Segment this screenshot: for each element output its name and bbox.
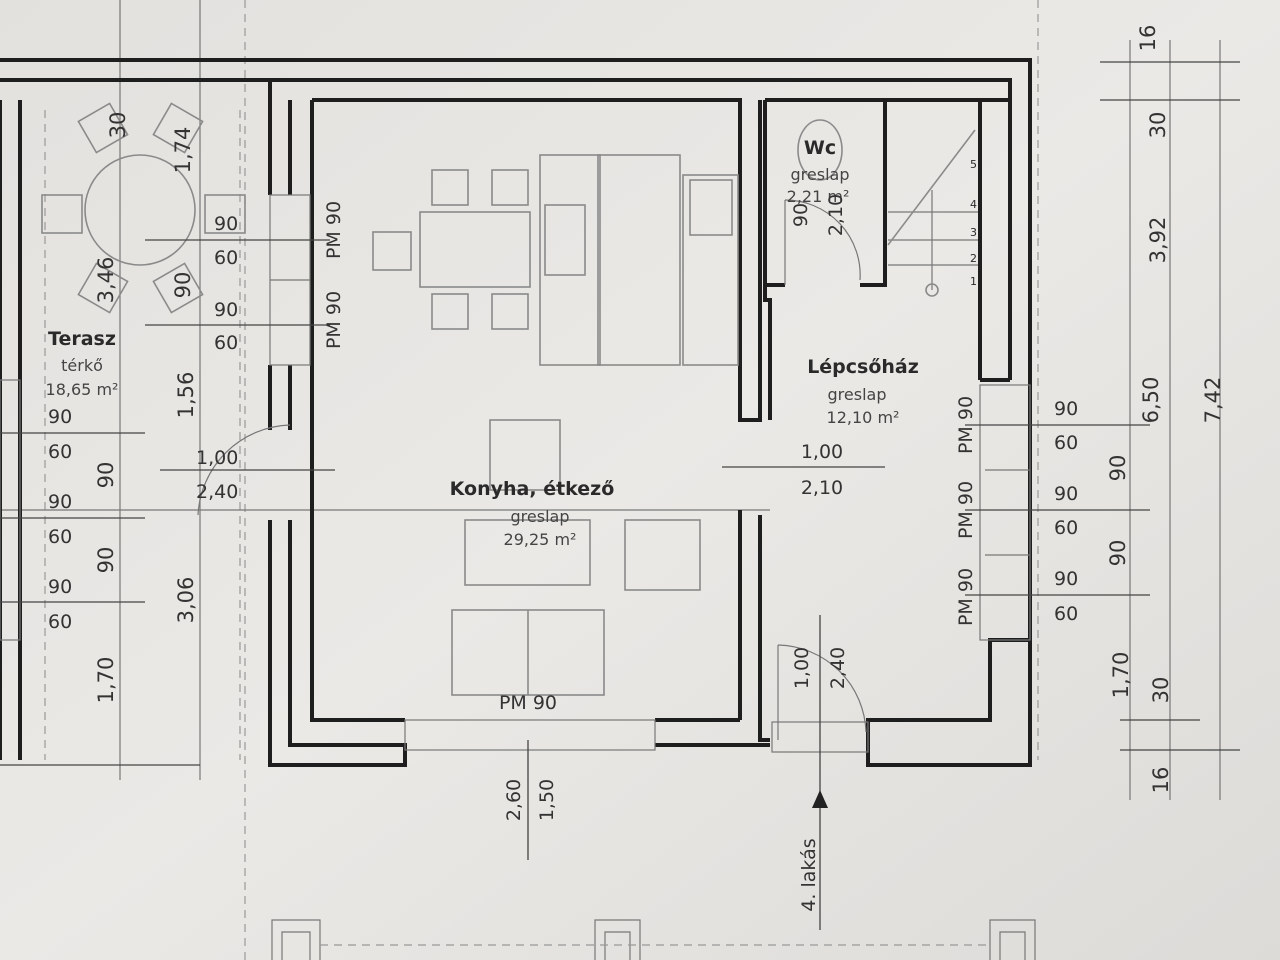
dim: 1,70 xyxy=(94,657,118,704)
step-number: 2 xyxy=(970,252,977,265)
dim: 90 xyxy=(94,547,118,574)
dim: 1,56 xyxy=(174,372,198,419)
dim: 30 xyxy=(1149,677,1173,704)
guide-lines xyxy=(0,0,1221,960)
dim: 90 xyxy=(790,203,812,227)
terrace-table xyxy=(41,102,246,314)
kitchen-name: Konyha, étkező xyxy=(450,478,615,500)
kitchen-floor: greslap xyxy=(511,507,570,526)
dim: 6,50 xyxy=(1139,377,1163,424)
dim: PM 90 xyxy=(955,481,977,539)
dim: 90 xyxy=(48,491,72,513)
dim: 90 xyxy=(1106,540,1130,567)
terrace-name: Terasz xyxy=(48,328,116,350)
wc-name: Wc xyxy=(804,137,836,159)
stairwell-floor: greslap xyxy=(828,385,887,404)
dim: 2,40 xyxy=(827,647,849,689)
dim: PM 90 xyxy=(955,568,977,626)
door-swings xyxy=(197,199,867,740)
dimension-lines xyxy=(0,61,1240,930)
dim: 90 xyxy=(1054,483,1078,505)
wc-area: 2,21 m² xyxy=(787,187,850,206)
dim: 16 xyxy=(1136,25,1160,52)
dim: 90 xyxy=(1054,398,1078,420)
dim: 90 xyxy=(1054,568,1078,590)
windows xyxy=(0,194,1031,753)
dim: 90 xyxy=(94,462,118,489)
dim: 2,40 xyxy=(196,481,238,503)
dim: 60 xyxy=(48,441,72,463)
dim: 60 xyxy=(214,247,238,269)
step-number: 5 xyxy=(970,158,977,171)
dim: PM 90 xyxy=(323,291,345,349)
dim: 30 xyxy=(106,112,130,139)
entrance-label: 4. lakás xyxy=(798,838,820,911)
entrance-arrow-icon xyxy=(812,790,828,808)
stairwell-name: Lépcsőház xyxy=(807,356,919,378)
dim: 1,50 xyxy=(536,779,558,821)
terrace-floor: térkő xyxy=(61,356,103,375)
dim: 60 xyxy=(1054,432,1078,454)
dim: 3,46 xyxy=(94,257,118,304)
cooktop xyxy=(689,179,733,236)
kitchen-area: 29,25 m² xyxy=(504,530,577,549)
dim: 30 xyxy=(1146,112,1170,139)
dim: 90 xyxy=(48,406,72,428)
dim: 1,00 xyxy=(791,647,813,689)
sink xyxy=(544,204,586,276)
dim: 90 xyxy=(171,272,195,299)
dim: PM 90 xyxy=(323,201,345,259)
dim: 60 xyxy=(1054,517,1078,539)
dim: 3,92 xyxy=(1146,217,1170,264)
dim: 2,10 xyxy=(825,194,847,236)
dim: 1,74 xyxy=(171,127,195,174)
room-labels: Terasz térkő 18,65 m² Konyha, étkező gre… xyxy=(46,137,919,549)
dim: 90 xyxy=(214,213,238,235)
dim: 16 xyxy=(1149,767,1173,794)
bottom-structures xyxy=(271,919,1036,960)
staircase xyxy=(797,119,978,297)
toilet xyxy=(797,119,843,181)
dim: 1,70 xyxy=(1109,652,1133,699)
stairwell-area: 12,10 m² xyxy=(827,408,900,427)
terrace-area: 18,65 m² xyxy=(46,380,119,399)
dim: PM 90 xyxy=(499,692,557,714)
step-number: 1 xyxy=(970,275,977,288)
dim: PM 90 xyxy=(955,396,977,454)
dim: 90 xyxy=(48,576,72,598)
dim: 2,60 xyxy=(503,779,525,821)
dim: 1,00 xyxy=(196,447,238,469)
dimension-labels: 30 1,74 3,46 90 1,56 90 90 3,06 1,70 90 … xyxy=(48,25,1225,912)
stair-step-numbers: 1 2 3 4 5 xyxy=(970,158,977,288)
dim: 60 xyxy=(1054,603,1078,625)
dim: 60 xyxy=(214,332,238,354)
wc-floor: greslap xyxy=(791,165,850,184)
dim: 60 xyxy=(48,526,72,548)
dim: 90 xyxy=(214,299,238,321)
dim: 2,10 xyxy=(801,477,843,499)
kitchen-furniture xyxy=(372,154,739,696)
dim: 60 xyxy=(48,611,72,633)
step-number: 3 xyxy=(970,226,977,239)
dim: 7,42 xyxy=(1201,377,1225,424)
step-number: 4 xyxy=(970,198,977,211)
dim: 90 xyxy=(1106,455,1130,482)
dim: 3,06 xyxy=(174,577,198,624)
dim: 1,00 xyxy=(801,441,843,463)
